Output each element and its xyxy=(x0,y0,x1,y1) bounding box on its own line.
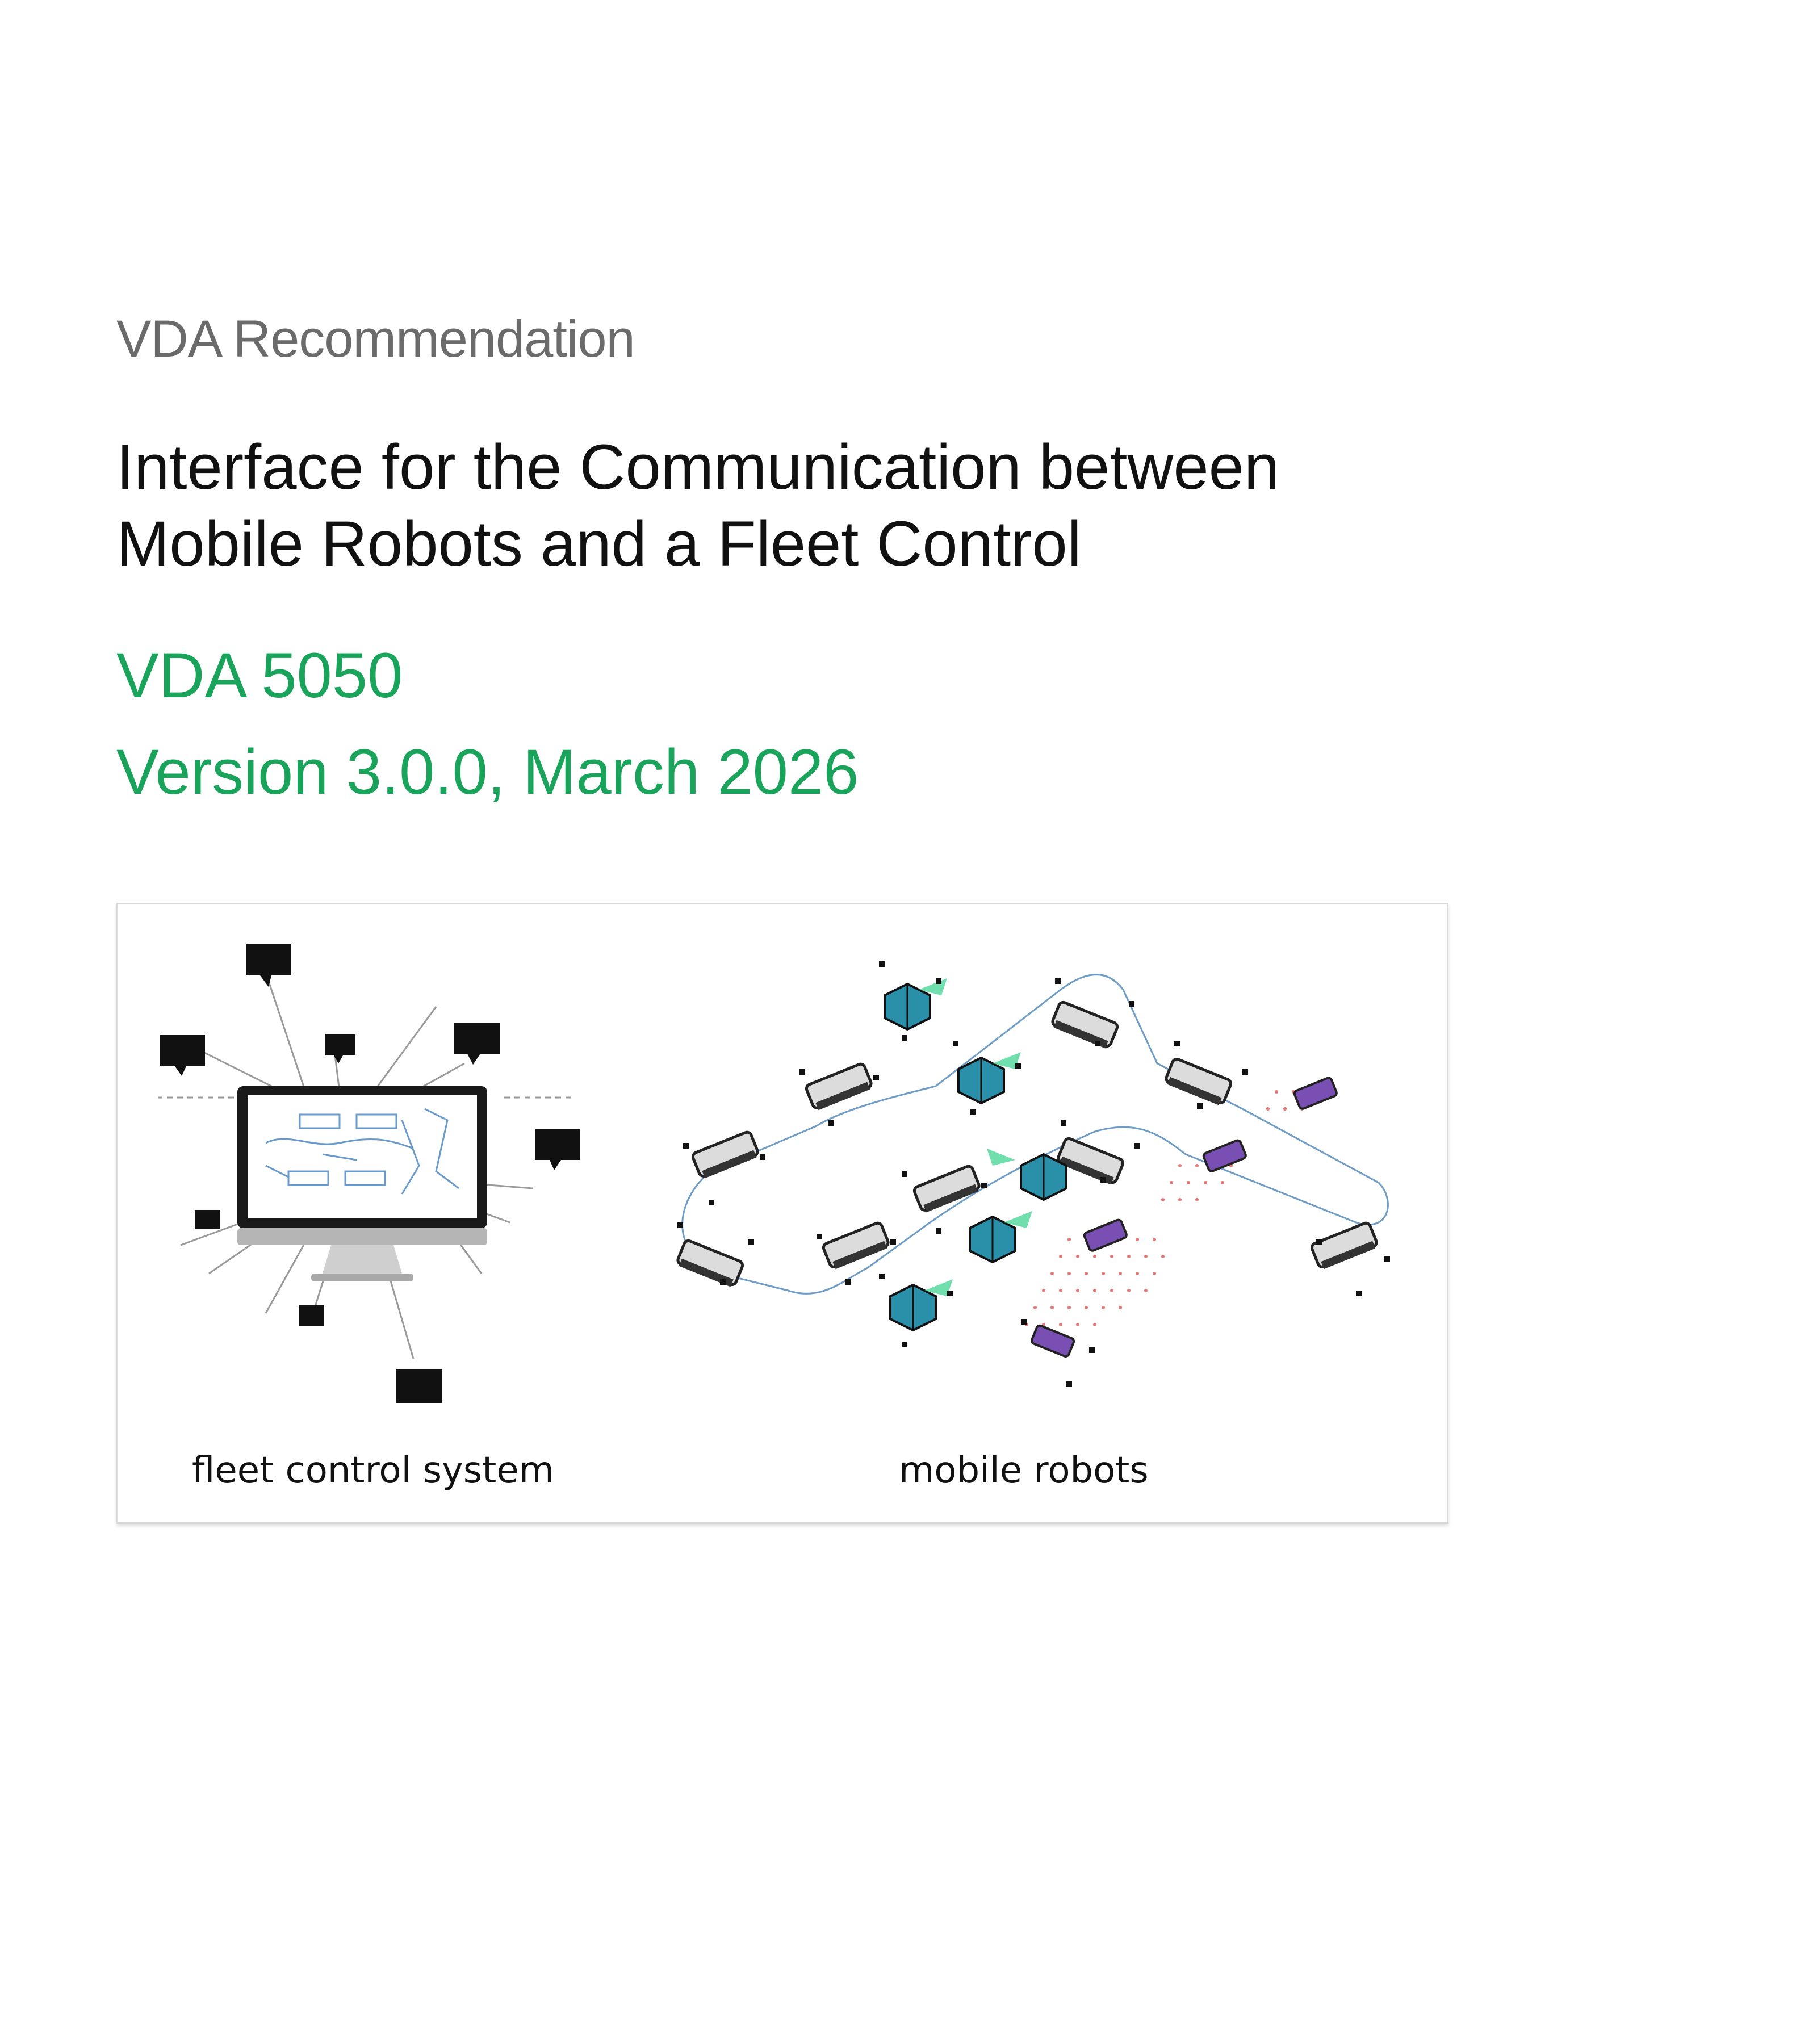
message-bubble-icon xyxy=(299,1305,324,1326)
caption-mobile-robots: mobile robots xyxy=(899,1450,1149,1492)
message-bubble-icon xyxy=(454,1023,500,1054)
document-kicker: VDA Recommendation xyxy=(116,310,635,368)
fleet-control-graphic xyxy=(158,944,580,1403)
agv-carts xyxy=(676,1000,1378,1287)
title-line-2: Mobile Robots and a Fleet Control xyxy=(116,508,1082,579)
monitor-icon xyxy=(237,1086,487,1281)
document-title: Interface for the Communication between … xyxy=(116,429,1279,582)
message-bubble-icon xyxy=(535,1129,580,1160)
purple-robots xyxy=(1031,1077,1338,1358)
standard-id: VDA 5050 xyxy=(116,640,403,711)
standard-version: Version 3.0.0, March 2026 xyxy=(116,736,859,807)
caption-fleet-control: fleet control system xyxy=(192,1450,555,1492)
title-line-1: Interface for the Communication between xyxy=(116,432,1280,502)
mobile-robots-graphic xyxy=(676,961,1390,1387)
message-bubble-icon xyxy=(160,1035,205,1066)
fleet-illustration xyxy=(158,944,1390,1403)
message-bubble-icon xyxy=(195,1210,220,1229)
message-bubble-icon xyxy=(246,944,291,975)
cover-figure: fleet control system mobile robots xyxy=(116,903,1448,1524)
forklift-robots xyxy=(884,978,1067,1332)
message-bubble-icon xyxy=(396,1369,442,1403)
message-bubble-icon xyxy=(325,1034,355,1055)
